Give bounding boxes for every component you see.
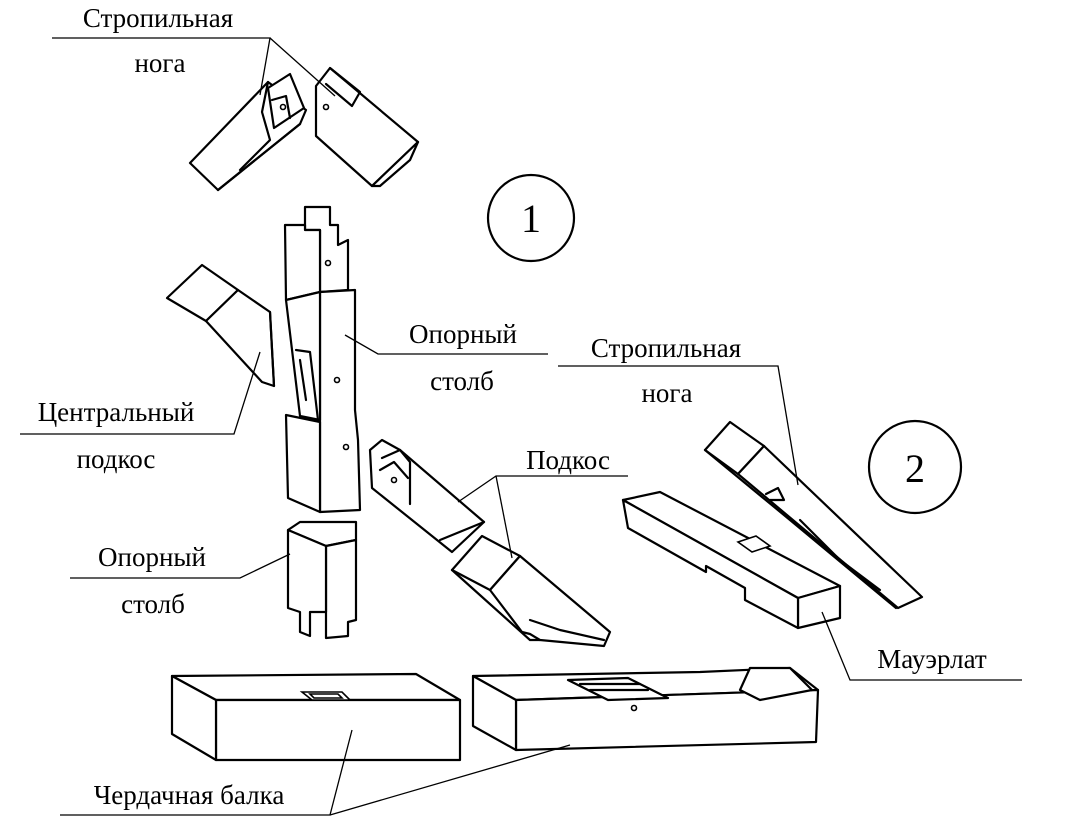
- label-attic-beam: Чердачная балка: [94, 780, 285, 810]
- label-wall-plate: Мауэрлат: [877, 644, 987, 674]
- brace-part-upper: [368, 438, 486, 554]
- label-brace: Подкос: [526, 445, 610, 475]
- marker-2-label: 2: [905, 446, 925, 491]
- label-rafter-right-line2: нога: [641, 378, 692, 408]
- leader-lines: [20, 37, 1022, 816]
- label-rafter-right-line1: Стропильная: [591, 333, 741, 363]
- label-central-brace-line2: подкос: [77, 444, 156, 474]
- wall-plate-part: [621, 490, 842, 630]
- attic-beam-part-right: [471, 666, 820, 752]
- central-brace-part: [165, 263, 276, 388]
- label-rafter-top-line1: Стропильная: [83, 3, 233, 33]
- rafter-top-left-part: [188, 72, 308, 192]
- label-post-low-line2: столб: [121, 589, 185, 619]
- label-rafter-top-line2: нога: [134, 48, 185, 78]
- brace-part-lower: [450, 534, 612, 648]
- label-post-low-line1: Опорный: [98, 542, 206, 572]
- marker-1: 1: [486, 173, 576, 263]
- attic-beam-part-left: [170, 672, 462, 762]
- label-central-brace-line1: Центральный: [38, 397, 195, 427]
- marker-1-label: 1: [521, 196, 541, 241]
- marker-2: 2: [867, 419, 963, 515]
- label-post-mid-line1: Опорный: [409, 319, 517, 349]
- rafter-right-part: [703, 420, 924, 610]
- support-post-upper-part: [283, 205, 362, 514]
- label-post-mid-line2: столб: [430, 366, 494, 396]
- support-post-lower-part: [286, 520, 358, 640]
- rafter-top-right-part: [314, 66, 420, 188]
